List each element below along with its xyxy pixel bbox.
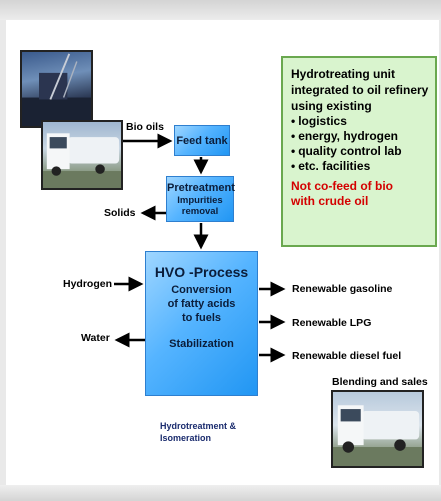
renewable-diesel-label: Renewable diesel fuel (292, 350, 402, 362)
hvo-line2: of fatty acids (167, 298, 236, 310)
process-caption: Hydrotreatment & Isomeration (160, 420, 236, 444)
slide-bottom-border (0, 485, 441, 501)
info-note-line: Not co-feed of bio (291, 179, 393, 193)
caption-line1: Hydrotreatment & (160, 421, 237, 431)
caption-line2: Isomeration (160, 433, 212, 443)
blending-sales-label: Blending and sales (332, 376, 428, 388)
hydrogen-label: Hydrogen (63, 278, 113, 290)
info-heading: Hydrotreating unit integrated to oil ref… (291, 66, 435, 114)
info-bullet: logistics (291, 114, 435, 129)
info-bullet: quality control lab (291, 144, 435, 159)
pretreatment-box: Pretreatment Impurities removal (166, 176, 235, 222)
feed-tank-box: Feed tank (174, 125, 230, 156)
info-bullet: etc. facilities (291, 159, 435, 174)
water-label: Water (81, 332, 110, 344)
info-heading-line: using existing (291, 99, 372, 113)
hvo-stabilization: Stabilization (169, 338, 234, 350)
hvo-process-box: HVO -Process Conversion of fatty acids t… (145, 251, 258, 396)
hvo-line3: to fuels (181, 312, 222, 324)
tanker-truck-photo (41, 120, 123, 190)
pretreatment-title: Pretreatment (167, 182, 235, 194)
hvo-line1: Conversion (171, 284, 232, 296)
slide-top-border (0, 0, 441, 20)
ship-photo (20, 50, 93, 128)
info-bullet-list: logistics energy, hydrogen quality contr… (291, 114, 435, 174)
blending-truck-photo (331, 390, 424, 468)
info-heading-line: integrated to oil refinery (291, 83, 429, 97)
renewable-lpg-label: Renewable LPG (292, 317, 372, 329)
refinery-info-box: Hydrotreating unit integrated to oil ref… (281, 56, 437, 247)
solids-label: Solids (104, 207, 136, 219)
feed-tank-label: Feed tank (176, 135, 228, 147)
renewable-gasoline-label: Renewable gasoline (292, 283, 393, 295)
hvo-title: HVO -Process (154, 264, 249, 280)
info-heading-line: Hydrotreating unit (291, 67, 395, 81)
pretreatment-line1: Impurities (177, 195, 223, 206)
bio-oils-label: Bio oils (126, 121, 164, 133)
info-note: Not co-feed of bio with crude oil (291, 179, 435, 209)
info-bullet: energy, hydrogen (291, 129, 435, 144)
info-note-line: with crude oil (291, 194, 369, 208)
pretreatment-line2: removal (181, 206, 219, 217)
